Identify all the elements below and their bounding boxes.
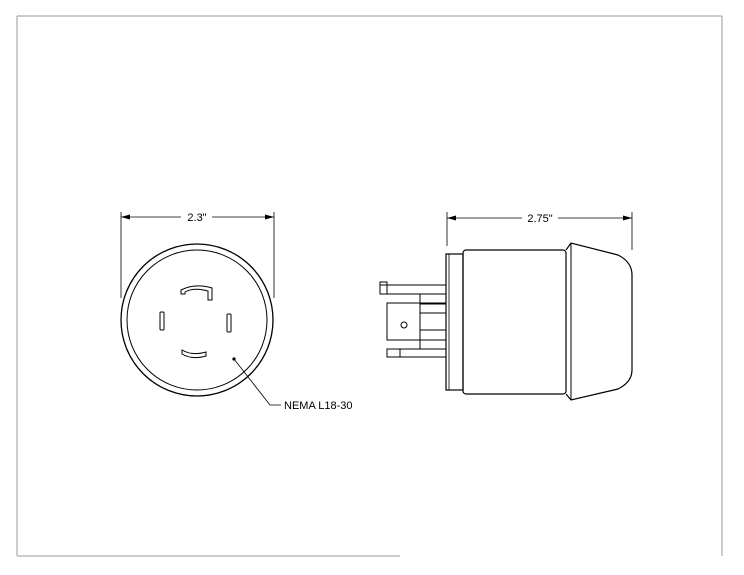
blade-middle-hole	[400, 321, 408, 329]
blade-slot-left	[159, 311, 165, 331]
sheet-border	[16, 15, 723, 557]
blade-top	[379, 284, 447, 295]
grip	[565, 242, 633, 401]
callout-label: NEMA L18-30	[284, 400, 352, 412]
front-view: 2.3" NEMA L18-30	[120, 212, 352, 412]
blade-slot-top	[180, 285, 213, 301]
body-cylinder	[462, 249, 567, 395]
callout-leader	[233, 358, 281, 406]
side-length-dimension	[446, 212, 633, 250]
plug-inner-circle	[126, 249, 268, 391]
blade-middle	[386, 302, 447, 341]
side-dim-arrow-left	[447, 215, 456, 221]
side-dim-arrow-right	[623, 215, 632, 221]
blade-top-base	[419, 293, 447, 305]
front-dim-arrow-right	[265, 214, 274, 220]
blade-slot-bottom	[181, 349, 207, 359]
blade-slot-right	[226, 313, 232, 333]
front-width-dimension-text: 2.3"	[187, 212, 206, 224]
blade-slots	[159, 285, 232, 359]
plug-outer-circle	[120, 243, 274, 397]
front-width-dimension	[120, 212, 275, 298]
side-view: 2.75"	[379, 212, 633, 401]
plug-body	[445, 242, 633, 401]
blade-bottom	[386, 348, 447, 358]
face-plate	[445, 253, 464, 391]
front-dim-arrow-left	[121, 214, 130, 220]
side-length-dimension-text: 2.75"	[527, 213, 552, 225]
blades	[379, 281, 447, 358]
